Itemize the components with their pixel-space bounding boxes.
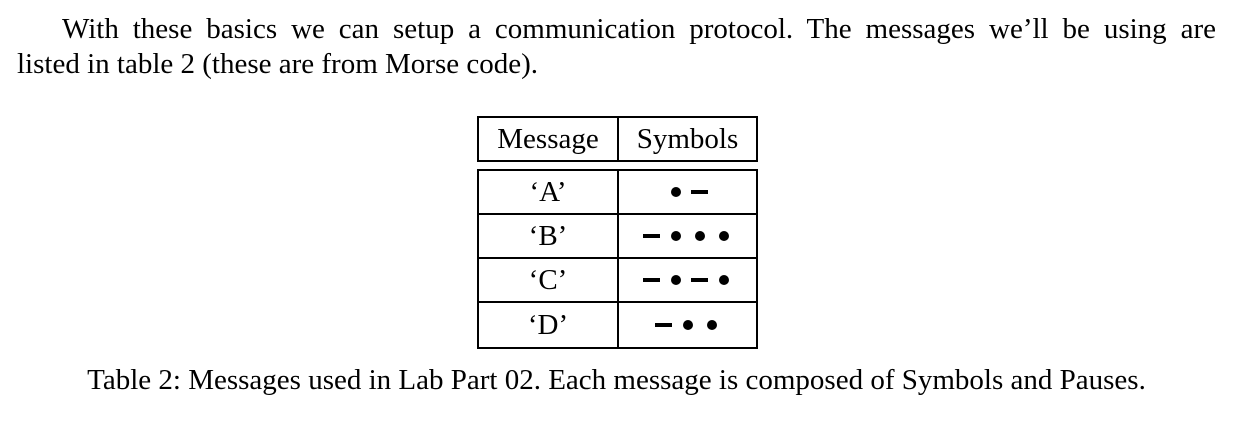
- table-row: ‘D’: [479, 303, 756, 347]
- table-body: ‘A’‘B’‘C’‘D’: [477, 169, 758, 349]
- message-cell: ‘C’: [479, 259, 619, 301]
- dot-glyph: [670, 187, 681, 197]
- morse-sequence: [652, 320, 724, 330]
- symbols-cell: [619, 303, 756, 347]
- dot-glyph: [682, 320, 693, 330]
- morse-table: Message Symbols ‘A’‘B’‘C’‘D’: [477, 116, 758, 349]
- morse-dot-icon: [664, 231, 688, 241]
- dot-glyph: [670, 231, 681, 241]
- message-cell: ‘A’: [479, 171, 619, 213]
- morse-dot-icon: [664, 187, 688, 197]
- dash-glyph: [643, 234, 660, 238]
- morse-sequence: [664, 187, 712, 197]
- table-row: ‘C’: [479, 259, 756, 303]
- symbols-cell: [619, 259, 756, 301]
- table-header-row: Message Symbols: [477, 116, 758, 162]
- paragraph-line-1: With these basics we can setup a communi…: [62, 13, 1216, 45]
- message-cell: ‘D’: [479, 303, 619, 347]
- dot-glyph: [718, 231, 729, 241]
- dash-glyph: [691, 278, 708, 282]
- dot-glyph: [706, 320, 717, 330]
- morse-dash-icon: [640, 278, 664, 282]
- dash-glyph: [691, 190, 708, 194]
- table-row: ‘A’: [479, 171, 756, 215]
- morse-dash-icon: [688, 190, 712, 194]
- dash-glyph: [655, 323, 672, 327]
- symbols-cell: [619, 215, 756, 257]
- message-cell: ‘B’: [479, 215, 619, 257]
- morse-dash-icon: [652, 323, 676, 327]
- body-paragraph: With these basics we can setup a communi…: [17, 12, 1216, 82]
- morse-dot-icon: [700, 320, 724, 330]
- morse-dot-icon: [712, 231, 736, 241]
- symbols-cell: [619, 171, 756, 213]
- dot-glyph: [670, 275, 681, 285]
- morse-sequence: [640, 275, 736, 285]
- morse-sequence: [640, 231, 736, 241]
- column-header-symbols: Symbols: [636, 122, 739, 155]
- morse-dot-icon: [664, 275, 688, 285]
- morse-dot-icon: [712, 275, 736, 285]
- morse-dash-icon: [640, 234, 664, 238]
- table-caption: Table 2: Messages used in Lab Part 02. E…: [87, 364, 1146, 396]
- dash-glyph: [643, 278, 660, 282]
- morse-dot-icon: [688, 231, 712, 241]
- column-header-message: Message: [479, 118, 619, 160]
- morse-dot-icon: [676, 320, 700, 330]
- paragraph-line-2: listed in table 2 (these are from Morse …: [17, 48, 539, 80]
- table-row: ‘B’: [479, 215, 756, 259]
- morse-dash-icon: [688, 278, 712, 282]
- dot-glyph: [718, 275, 729, 285]
- dot-glyph: [694, 231, 705, 241]
